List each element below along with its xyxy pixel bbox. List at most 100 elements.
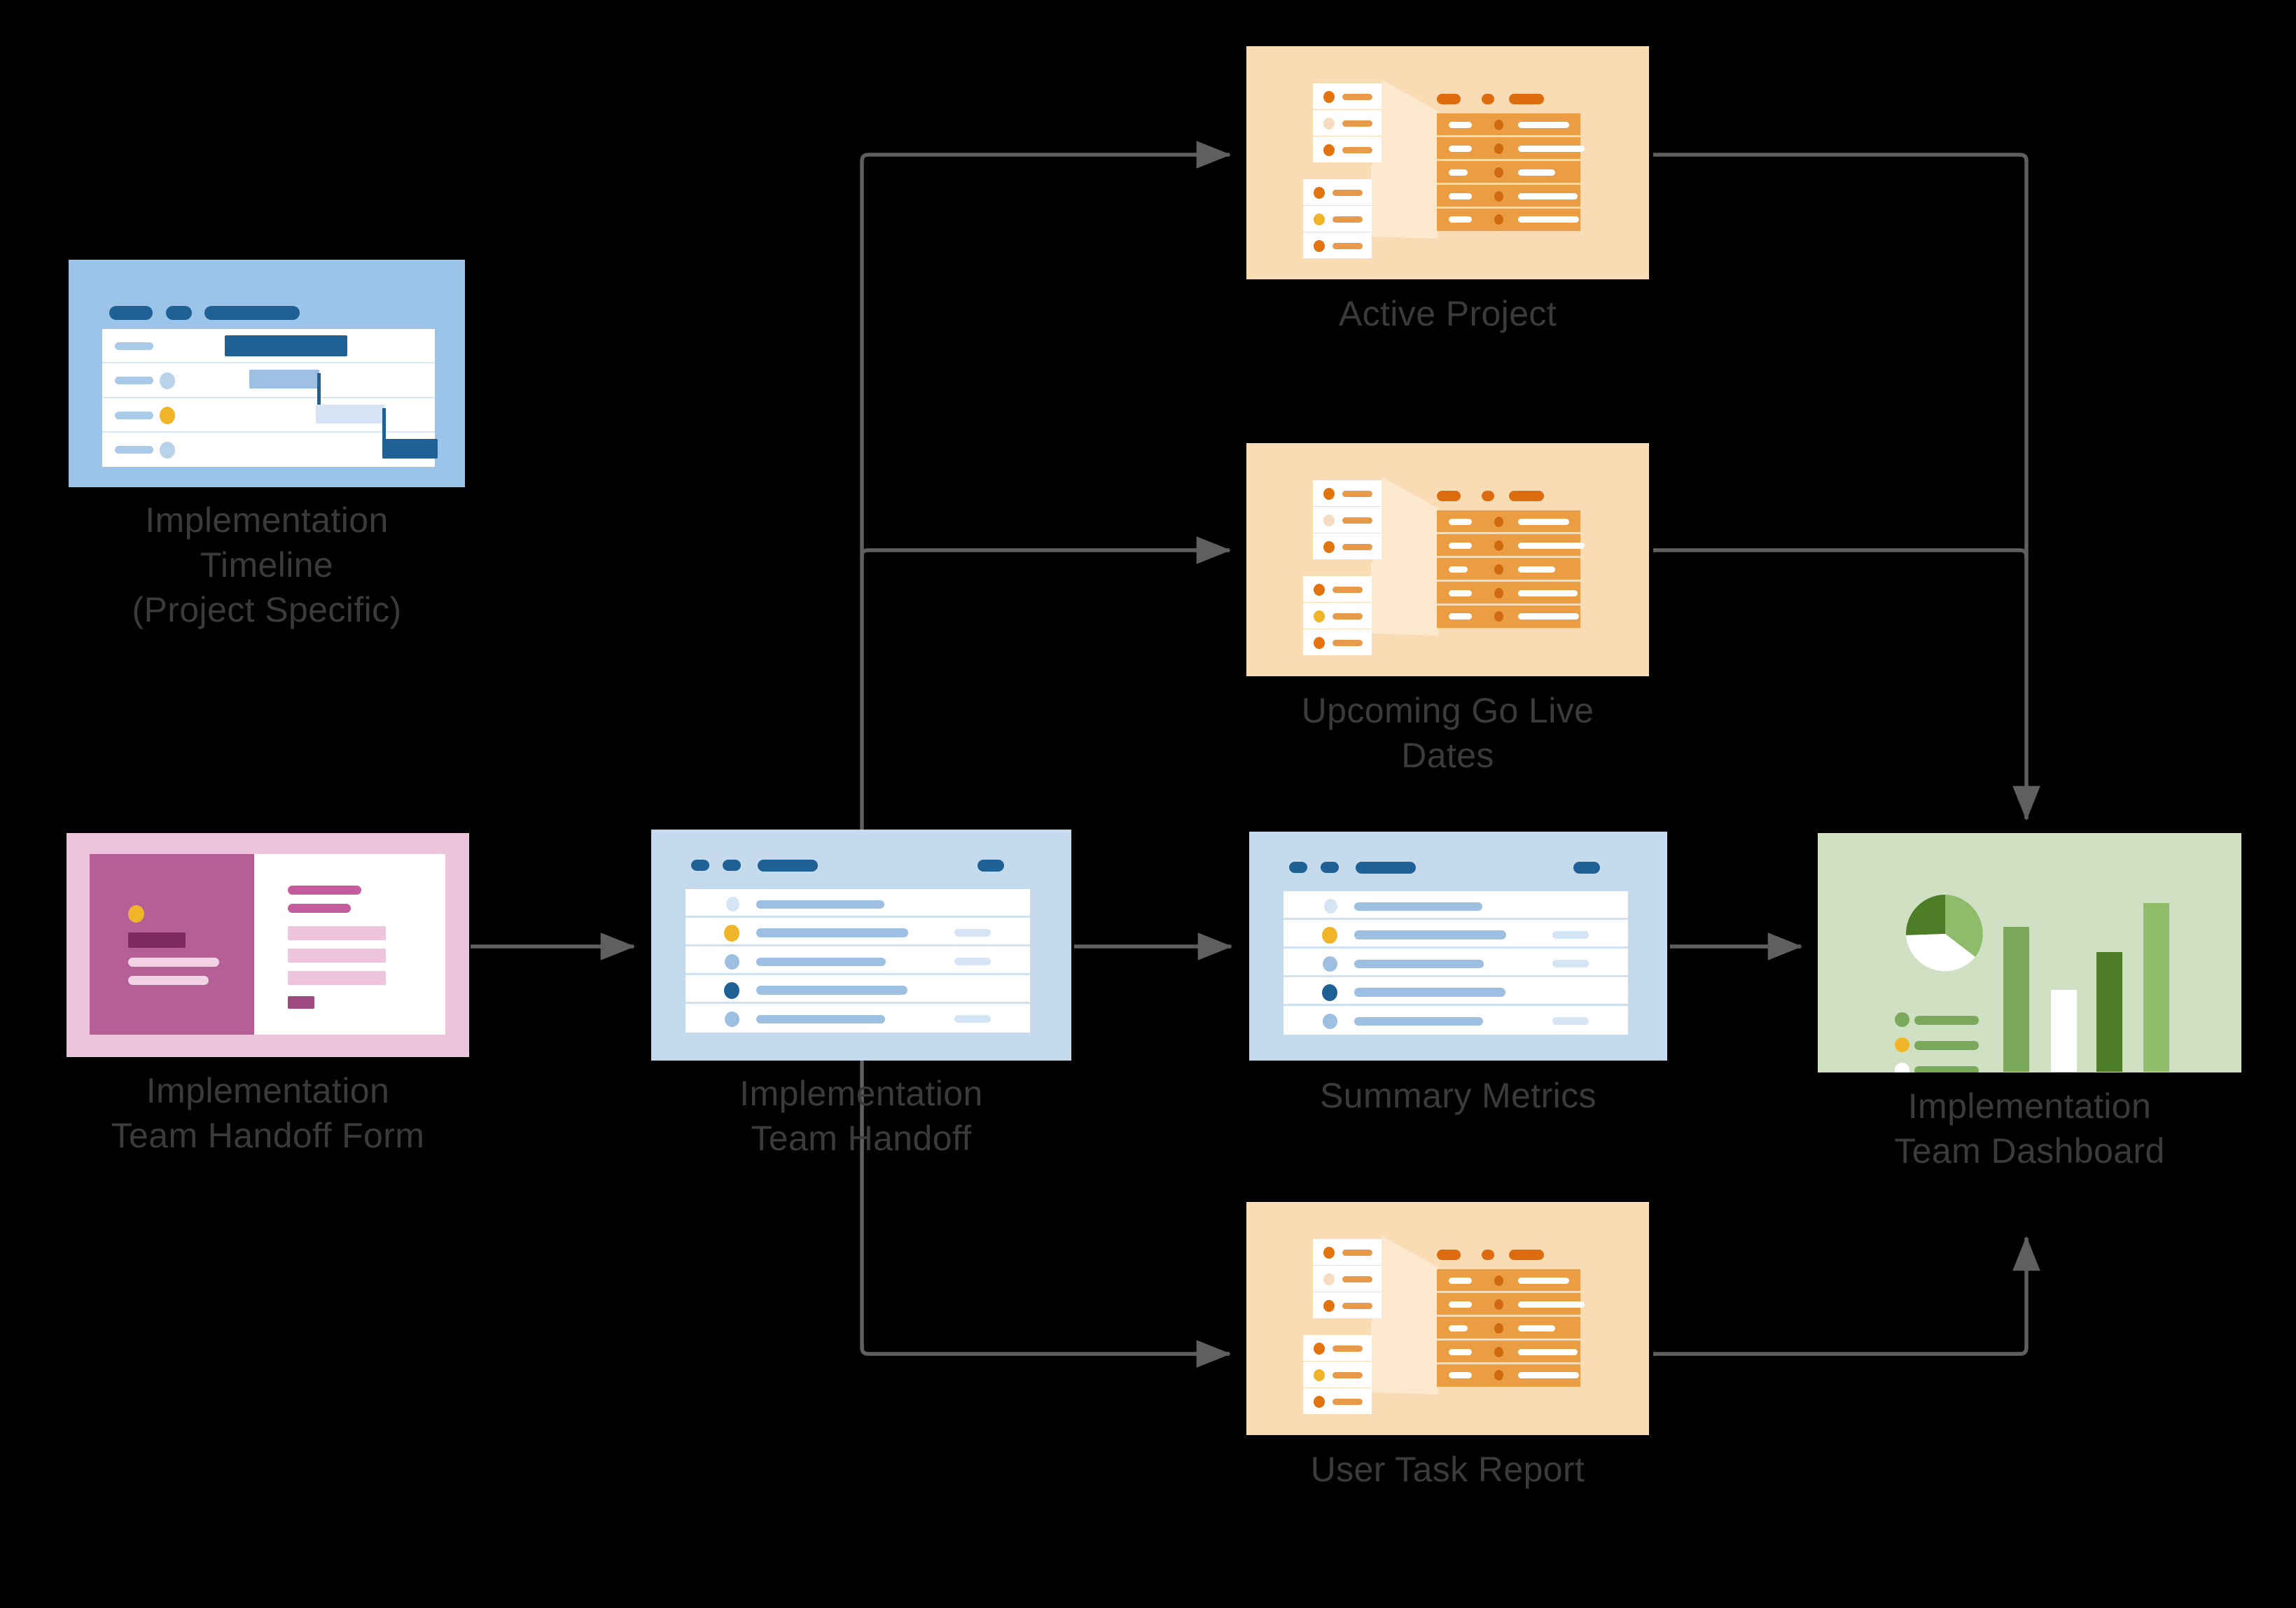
legend-dot-1 — [1895, 1012, 1909, 1027]
report-mini-card[interactable] — [1303, 603, 1372, 629]
node-active-project[interactable]: Active Project — [1246, 46, 1649, 333]
list-status-dot — [724, 982, 739, 999]
table-row[interactable] — [1437, 113, 1580, 137]
list-item[interactable] — [1283, 920, 1628, 949]
node-upcoming-go-live[interactable]: Upcoming Go Live Dates — [1246, 443, 1649, 775]
form-input-field[interactable] — [288, 971, 386, 985]
table-row[interactable] — [1437, 209, 1580, 231]
gantt-row[interactable] — [102, 398, 435, 446]
node-label-user-task-report: User Task Report — [1310, 1450, 1585, 1489]
node-handoff-form[interactable]: Implementation Team Handoff Form — [67, 833, 469, 1155]
node-summary-metrics[interactable]: Summary Metrics — [1249, 832, 1667, 1115]
gantt-row[interactable] — [102, 363, 435, 412]
mini-card-text — [1342, 1276, 1372, 1282]
list-item[interactable] — [1283, 949, 1628, 977]
active-project-card[interactable] — [1246, 46, 1649, 279]
gantt-task-bar — [225, 335, 347, 356]
report-mini-card[interactable] — [1303, 206, 1372, 232]
report-mini-card[interactable] — [1313, 137, 1382, 162]
mini-card-status-dot — [1323, 541, 1335, 553]
table-row[interactable] — [1437, 534, 1585, 558]
node-team-dashboard[interactable]: Implementation Team Dashboard — [1818, 833, 2241, 1170]
report-mini-card[interactable] — [1303, 232, 1372, 258]
report-mini-card[interactable] — [1303, 629, 1372, 655]
list-item[interactable] — [686, 1004, 1030, 1033]
edge-usertask-to-dashboard — [1653, 1236, 2040, 1356]
form-submit-button[interactable] — [288, 996, 314, 1009]
table-row[interactable] — [1437, 1269, 1580, 1293]
table-row[interactable] — [1437, 558, 1580, 582]
row-cell-3 — [1518, 169, 1555, 176]
report-mini-card[interactable] — [1313, 110, 1382, 136]
report-mini-card[interactable] — [1303, 179, 1372, 205]
team-dashboard-card[interactable] — [1818, 833, 2241, 1072]
gantt-row[interactable] — [102, 329, 435, 364]
report-mini-card[interactable] — [1303, 1362, 1372, 1387]
report-mini-card[interactable] — [1313, 533, 1382, 559]
list-item[interactable] — [1283, 1006, 1628, 1035]
list-item[interactable] — [686, 918, 1030, 946]
report-mini-card[interactable] — [1303, 1335, 1372, 1361]
table-row[interactable] — [1437, 606, 1580, 628]
list-header-action-pill[interactable] — [977, 860, 1004, 872]
report-mini-card[interactable] — [1313, 83, 1382, 109]
report-mini-card[interactable] — [1313, 480, 1382, 506]
report-column-header — [1482, 491, 1494, 501]
report-mini-card[interactable] — [1313, 507, 1382, 533]
gantt-grid — [102, 329, 438, 467]
legend-bar-3 — [1914, 1066, 1979, 1072]
row-status-dot — [1494, 588, 1503, 599]
table-row[interactable] — [1437, 1293, 1585, 1317]
summary-metrics-card[interactable] — [1249, 832, 1667, 1061]
row-cell-3 — [1518, 1372, 1579, 1378]
report-column-header — [1437, 1250, 1461, 1260]
form-input-field[interactable] — [288, 926, 386, 940]
dashboard-bar-1 — [2003, 927, 2029, 1072]
mini-card-status-dot — [1314, 1369, 1325, 1381]
mini-card-text — [1342, 120, 1372, 127]
table-row[interactable] — [1437, 510, 1580, 534]
node-implementation-timeline[interactable]: Implementation Timeline (Project Specifi… — [69, 260, 465, 629]
row-cell-3 — [1518, 1301, 1585, 1308]
report-mini-card[interactable] — [1313, 1239, 1382, 1265]
node-user-task-report[interactable]: User Task Report — [1246, 1202, 1649, 1489]
row-cell-1 — [1449, 1372, 1472, 1378]
table-row[interactable] — [1437, 161, 1580, 185]
list-item-text — [1354, 902, 1482, 911]
report-mini-card[interactable] — [1303, 1388, 1372, 1414]
table-row[interactable] — [1437, 1364, 1580, 1387]
row-cell-1 — [1449, 590, 1472, 596]
team-handoff-card[interactable] — [651, 830, 1071, 1061]
list-item[interactable] — [686, 975, 1030, 1004]
gantt-chart-card[interactable] — [69, 260, 465, 487]
handoff-form-card[interactable] — [67, 833, 469, 1057]
node-label-handoff-form: Implementation Team Handoff Form — [111, 1071, 425, 1155]
mini-card-text — [1342, 1303, 1372, 1309]
gantt-row[interactable] — [102, 433, 438, 467]
list-item-text — [756, 986, 907, 995]
row-cell-3 — [1518, 216, 1579, 223]
user-task-report-card[interactable] — [1246, 1202, 1649, 1435]
table-row[interactable] — [1437, 137, 1585, 161]
row-cell-3 — [1518, 146, 1585, 152]
table-row[interactable] — [1437, 582, 1580, 606]
legend-bar-1 — [1914, 1016, 1979, 1025]
node-team-handoff[interactable]: Implementation Team Handoff — [651, 830, 1071, 1158]
mini-card-text — [1333, 243, 1363, 249]
upcoming-go-live-card[interactable] — [1246, 443, 1649, 676]
report-table — [1437, 113, 1585, 231]
list-item[interactable] — [1283, 891, 1628, 920]
report-mini-card[interactable] — [1303, 576, 1372, 602]
list-item[interactable] — [686, 946, 1030, 975]
report-mini-card[interactable] — [1313, 1266, 1382, 1292]
report-mini-card[interactable] — [1313, 1292, 1382, 1318]
table-row[interactable] — [1437, 1341, 1580, 1364]
report-column-header — [1482, 1250, 1494, 1260]
list-item[interactable] — [686, 889, 1030, 918]
table-row[interactable] — [1437, 185, 1580, 209]
list-header-action-pill[interactable] — [1573, 862, 1600, 874]
list-item[interactable] — [1283, 977, 1628, 1006]
table-row[interactable] — [1437, 1317, 1580, 1341]
form-input-field[interactable] — [288, 949, 386, 963]
